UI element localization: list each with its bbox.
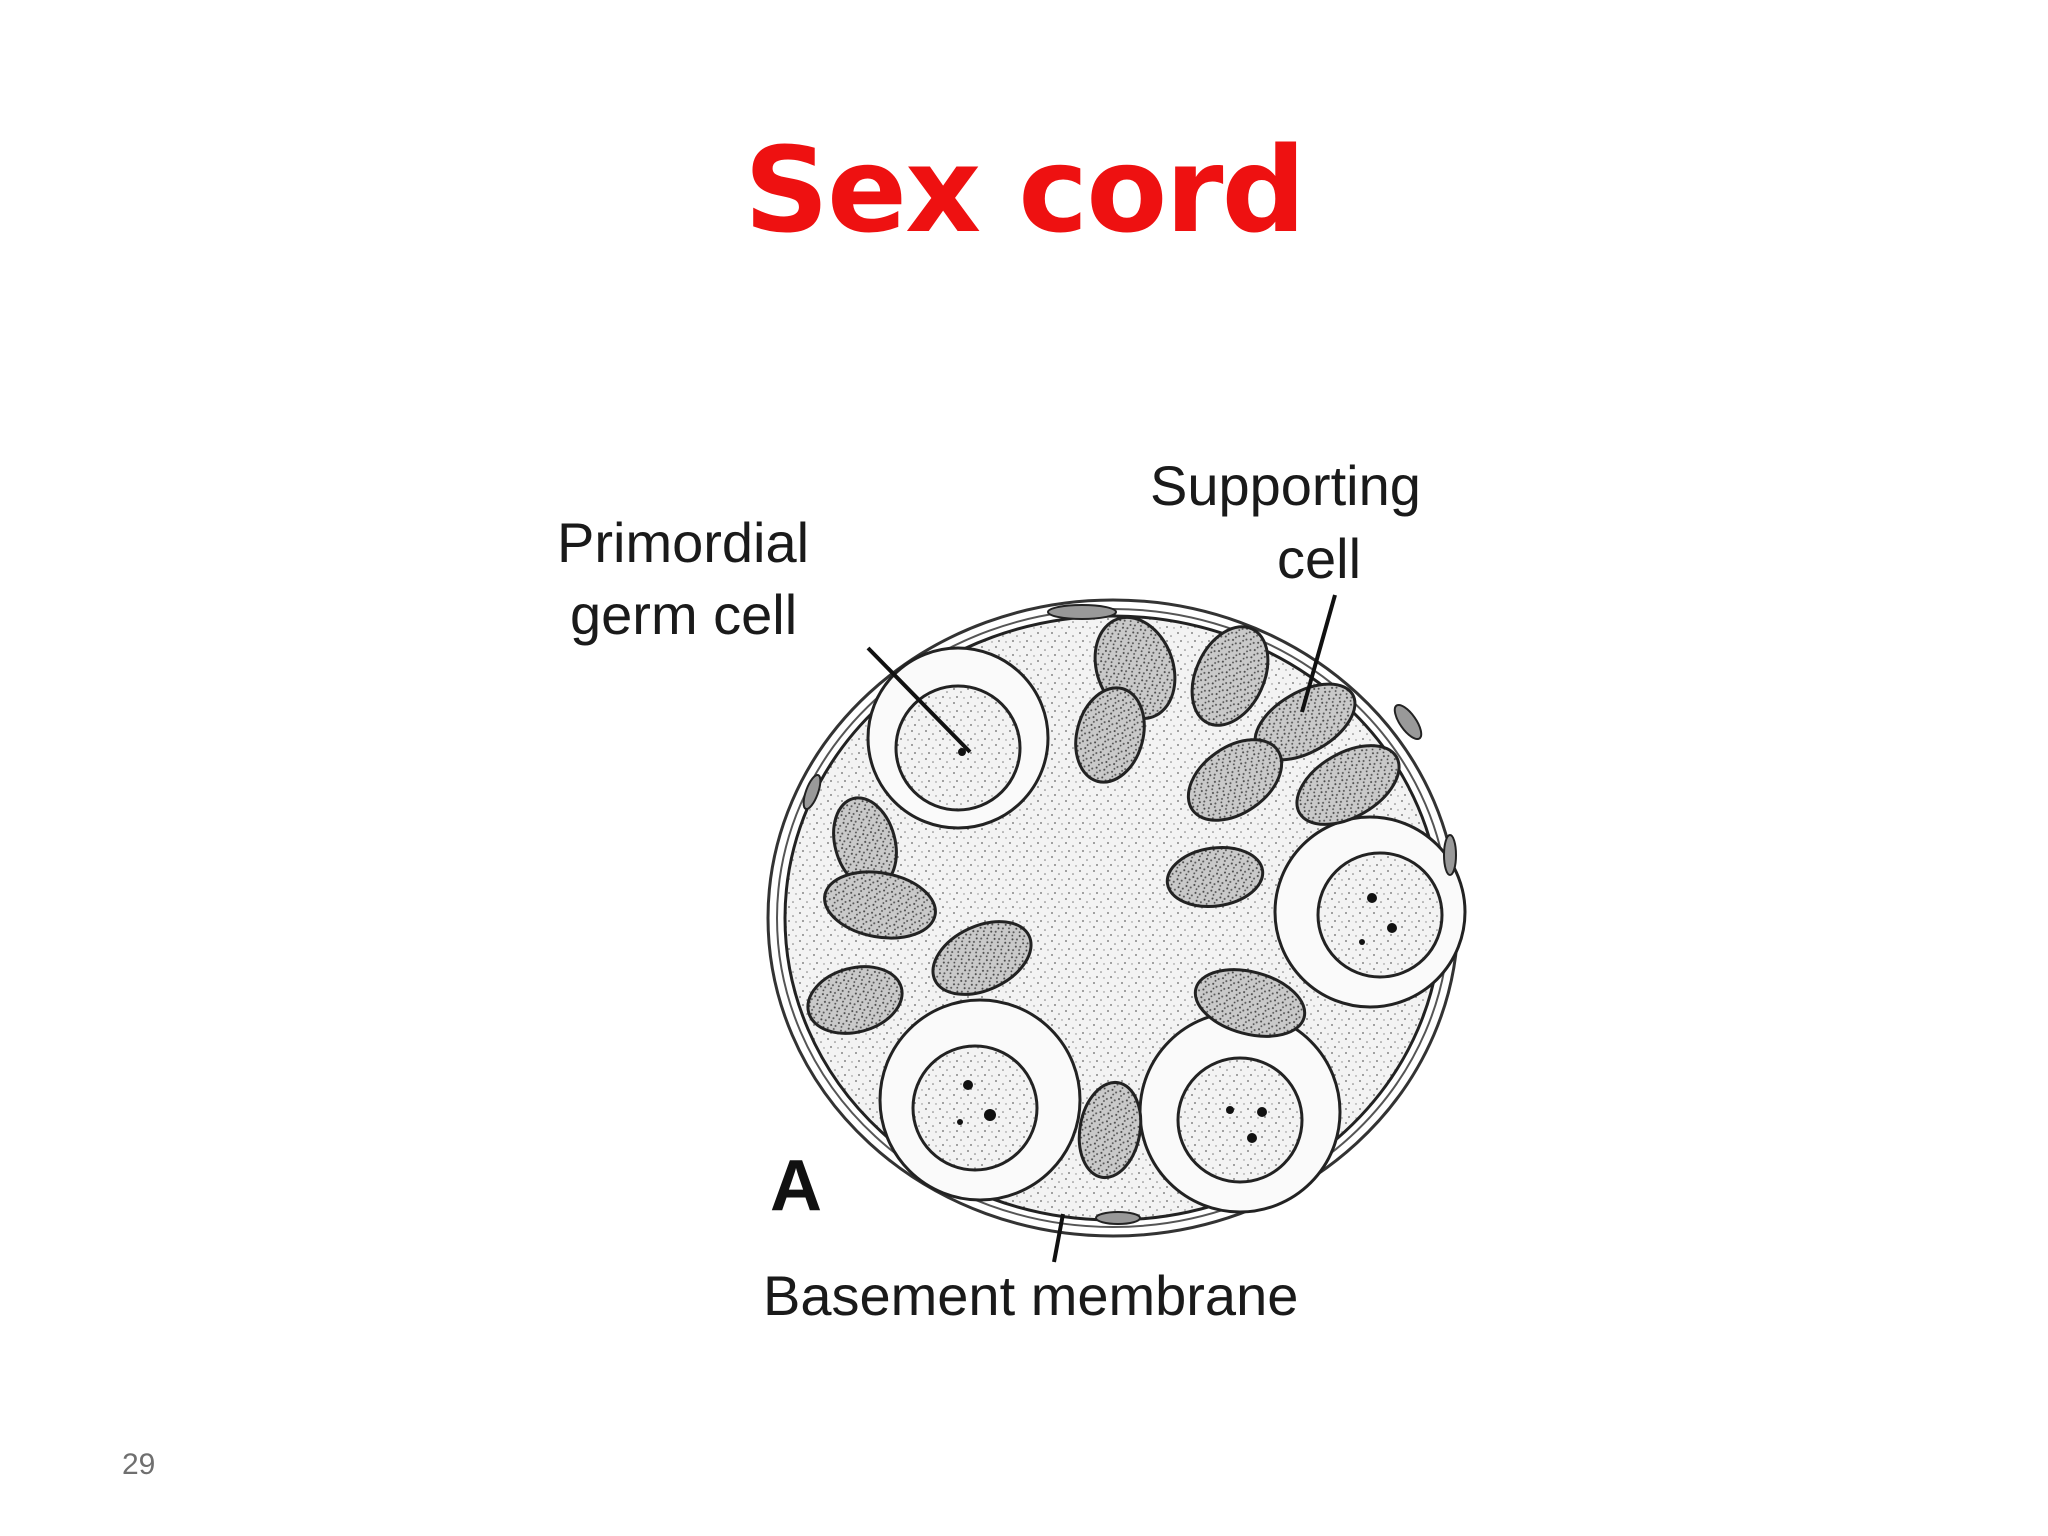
supporting-leader bbox=[1300, 594, 1337, 713]
label-primordial-line2: germ cell bbox=[570, 583, 797, 646]
basement-leader bbox=[1052, 1213, 1065, 1263]
label-supporting-line2: cell bbox=[1277, 527, 1361, 590]
membrane-cells bbox=[802, 604, 1457, 1225]
label-basement-membrane: Basement membrane bbox=[763, 1264, 1298, 1327]
germ-cell-bottom-left bbox=[878, 998, 1082, 1202]
label-supporting-line1: Supporting bbox=[1150, 454, 1421, 517]
germ-cell-bottom-right bbox=[1138, 1010, 1342, 1214]
leader-lines bbox=[866, 594, 1337, 1263]
slide-title: Sex cord bbox=[744, 121, 1306, 259]
label-primordial-line1: Primordial bbox=[557, 511, 809, 574]
page-number: 29 bbox=[122, 1448, 156, 1481]
primordial-germ-cells bbox=[866, 646, 1467, 1214]
panel-letter: A bbox=[770, 1146, 822, 1226]
supporting-cells bbox=[806, 615, 1401, 1180]
primordial-leader bbox=[866, 646, 972, 754]
germ-cell-right bbox=[1273, 815, 1467, 1009]
